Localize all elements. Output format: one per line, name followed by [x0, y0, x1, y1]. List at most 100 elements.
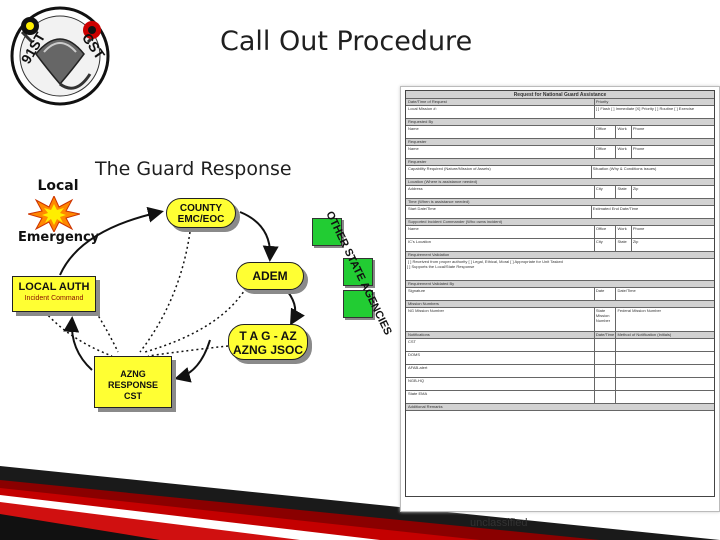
- form-cell: Name: [408, 146, 419, 151]
- form-cell: [615, 378, 714, 390]
- form-cell: Zip: [630, 239, 714, 251]
- form-table: Request for National Guard Assistance Da…: [405, 90, 715, 497]
- form-cell: Date/Time of Request: [408, 99, 447, 104]
- form-row: NGB-HQ: [406, 378, 714, 391]
- form-section-header: Requester: [406, 139, 714, 146]
- form-cell: [593, 339, 618, 351]
- form-row: AFAB-alert: [406, 365, 714, 378]
- form-cell: Phone: [630, 126, 714, 138]
- form-cell: Method of Notification (Initials): [615, 332, 714, 338]
- form-cell: [615, 365, 714, 377]
- form-cell: [615, 391, 714, 403]
- form-cell: Supported Incident Commander (Who owns i…: [408, 219, 503, 224]
- form-cell: State Mission Number: [593, 308, 618, 331]
- form-row: Start Date/Time Estimated End Date/Time: [406, 206, 714, 219]
- local-emergency-label: Local: [28, 178, 88, 194]
- form-section-header: Additional Remarks: [406, 404, 714, 411]
- form-cell: State EMA: [408, 391, 428, 396]
- form-cell: [593, 352, 618, 364]
- form-row: State EMA: [406, 391, 714, 404]
- form-cell: Priority: [593, 99, 714, 105]
- form-cell: Date/Time: [593, 332, 618, 338]
- form-cell: NG Mission Number: [408, 308, 445, 313]
- form-cell: Capability Required (Nature/Mission of A…: [408, 166, 491, 171]
- form-cell: State: [615, 239, 632, 251]
- form-section-header: Requirement Validation: [406, 252, 714, 259]
- tag-jsoc-node: T A G - AZ AZNG JSOC: [228, 324, 308, 360]
- form-cell: Requester: [408, 159, 427, 164]
- form-row: Capability Required (Nature/Mission of A…: [406, 166, 714, 179]
- form-cell: Phone: [630, 146, 714, 158]
- form-cell: Requirement Validation: [408, 252, 450, 257]
- slide-title: Call Out Procedure: [220, 26, 473, 57]
- explosion-icon: [28, 196, 80, 232]
- form-cell: [593, 391, 618, 403]
- form-row: Local Mission #: [ ] Flash [ ] Immediate …: [406, 106, 714, 119]
- form-cell: [593, 378, 618, 390]
- form-cell: [ ] Flash [ ] Immediate [X] Priority [ ]…: [593, 106, 714, 118]
- form-cell: DOMS: [408, 352, 420, 357]
- county-line2: EMC/EOC: [177, 214, 225, 225]
- form-cell: Name: [408, 126, 419, 131]
- form-cell: Additional Remarks: [408, 404, 443, 409]
- local-emergency-line2: Emergency: [18, 230, 100, 245]
- form-row: CST: [406, 339, 714, 352]
- form-cell: Name: [408, 226, 419, 231]
- request-form: Request for National Guard Assistance Da…: [400, 86, 720, 512]
- azng-response-box: AZNG RESPONSE CST: [94, 356, 172, 408]
- adem-label: ADEM: [252, 269, 288, 283]
- form-row: DOMS: [406, 352, 714, 365]
- local-auth-title: LOCAL AUTH: [18, 281, 90, 293]
- form-section-header: Supported Incident Commander (Who owns i…: [406, 219, 714, 226]
- local-auth-box: LOCAL AUTH Incident Command: [12, 276, 96, 312]
- form-cell: [615, 352, 714, 364]
- form-cell: Requester: [408, 139, 427, 144]
- form-cell: City: [593, 186, 618, 198]
- form-cell: IC's Location: [408, 239, 431, 244]
- form-section-header: Requested By: [406, 119, 714, 126]
- form-cell: Requirement Validated By: [408, 281, 455, 286]
- form-cell: Office: [593, 226, 618, 238]
- response-line2: CST: [124, 391, 142, 401]
- form-section-header: Date/Time of Request Priority: [406, 99, 714, 106]
- response-line1: AZNG RESPONSE: [107, 369, 158, 390]
- form-cell: Work: [615, 226, 632, 238]
- form-cell: State: [615, 186, 632, 198]
- form-section-header: Requirement Validated By: [406, 281, 714, 288]
- form-cell: Requested By: [408, 119, 434, 124]
- local-auth-sub: Incident Command: [24, 295, 84, 302]
- form-remarks-area: [406, 411, 714, 496]
- adem-node: ADEM: [236, 262, 304, 290]
- form-cell: Estimated End Date/Time: [590, 206, 714, 218]
- flow-arrows: [44, 206, 305, 383]
- form-cell: CST: [408, 339, 416, 344]
- form-cell: Phone: [630, 226, 714, 238]
- form-cell: Situation (Why & Conditions issues): [590, 166, 714, 178]
- classification-footer: unclassified: [470, 517, 528, 529]
- form-cell: Time (When is assistance needed): [408, 199, 470, 204]
- form-cell: [ ] Received from proper authority [ ] L…: [408, 259, 563, 264]
- unit-logo-icon: 91ST CST: [10, 6, 110, 106]
- form-cell: [615, 339, 714, 351]
- form-cell: Office: [593, 146, 618, 158]
- bottom-decoration: [0, 466, 720, 540]
- form-cell: Start Date/Time: [408, 206, 436, 211]
- form-cell: Zip: [630, 186, 714, 198]
- diagram-subtitle: The Guard Response: [95, 158, 292, 180]
- form-cell: Local Mission #:: [408, 106, 437, 111]
- form-cell: Location (Where is assistance needed): [408, 179, 478, 184]
- county-emc-node: COUNTY EMC/EOC: [166, 198, 236, 228]
- form-section-header: Requester: [406, 159, 714, 166]
- form-cell: AFAB-alert: [408, 365, 428, 370]
- form-section-header: Time (When is assistance needed): [406, 199, 714, 206]
- tag-line2: AZNG JSOC: [232, 343, 303, 357]
- form-cell: Federal Mission Number: [615, 308, 714, 331]
- tag-line1: T A G - AZ: [239, 329, 297, 343]
